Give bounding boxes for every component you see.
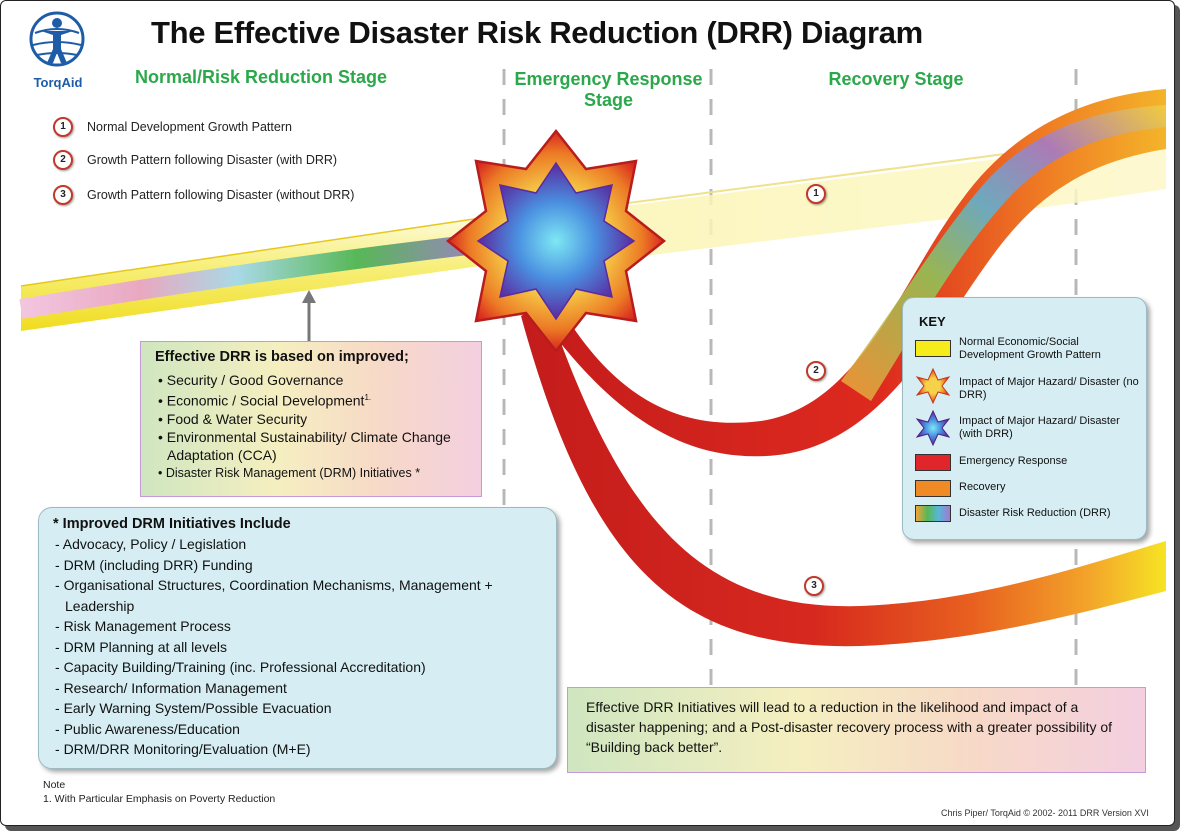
logo-text: TorqAid [33,75,83,90]
effective-item: • Disaster Risk Management (DRM) Initiat… [158,465,421,480]
key-star-with-drr-icon [915,410,951,446]
key-swatch-yellow [915,340,951,357]
footnote-ref: 1. [364,393,372,402]
effective-drr-box: Effective DRR is based on improved; • Se… [140,341,482,497]
drm-item: - Capacity Building/Training (inc. Profe… [55,659,426,675]
drm-item: - Public Awareness/Education [55,720,240,737]
drm-item: - Advocacy, Policy / Legislation [55,536,247,552]
drm-item: - Early Warning System/Possible Evacuati… [55,700,332,716]
key-swatch-rainbow [915,505,951,522]
note-body: 1. With Particular Emphasis on Poverty R… [43,793,276,805]
key-label: Normal Economic/Social Development Growt… [959,336,1101,361]
key-title: KEY [919,314,946,329]
path-2-drr-rainbow [841,105,1166,401]
effective-item: • Food & Water Security [158,410,308,427]
marker-2-icon: 2 [53,150,73,170]
credit-line: Chris Piper/ TorqAid © 2002- 2011 DRR Ve… [941,808,1149,818]
key-label: Impact of Major Hazard/ Disaster (no DRR… [959,376,1139,401]
legend-item-1: 1 Normal Development Growth Pattern [53,117,292,137]
legend-label: Growth Pattern following Disaster (witho… [87,188,355,202]
drm-item: - DRM/DRR Monitoring/Evaluation (M+E) [55,741,311,757]
path-3-without-drr [521,301,1166,647]
note-heading: Note [43,779,66,791]
key-label: Emergency Response [959,455,1068,467]
conclusion-box: Effective DRR Initiatives will lead to a… [567,687,1146,773]
key-swatch-orange [915,480,951,497]
legend-label: Normal Development Growth Pattern [87,120,292,134]
drm-item: - DRM (including DRR) Funding [55,556,253,573]
marker-3-icon: 3 [53,185,73,205]
key-label: Impact of Major Hazard/ Disaster (with D… [959,415,1120,440]
key-box: KEY Normal Economic/Social Development G… [902,297,1147,540]
effective-item: • Environmental Sustainability/ Climate … [158,428,451,463]
path-marker-3: 3 [804,576,824,596]
stage-recovery-label: Recovery Stage [828,69,964,89]
drm-initiatives-box: * Improved DRM Initiatives Include - Adv… [38,507,557,769]
disaster-star-icon [445,128,667,354]
torqaid-logo-icon [29,11,85,67]
drm-heading: * Improved DRM Initiatives Include [53,516,291,532]
path-marker-2: 2 [806,361,826,381]
legend-label: Growth Pattern following Disaster (with … [87,153,338,167]
marker-1-icon: 1 [53,117,73,137]
key-label: Recovery [959,481,1006,493]
page-title: The Effective Disaster Risk Reduction (D… [151,15,923,50]
drm-item: - Organisational Structures, Coordinatio… [55,577,493,614]
key-star-no-drr-icon [915,368,951,404]
effective-item: • Security / Good Governance [158,372,344,388]
key-label: Disaster Risk Reduction (DRR) [959,507,1111,519]
drr-rainbow-band [19,231,503,319]
effective-item: • Economic / Social Development1. [158,392,372,409]
legend-item-3: 3 Growth Pattern following Disaster (wit… [53,185,354,205]
drm-item: - Risk Management Process [55,618,231,634]
drm-item: - DRM Planning at all levels [55,638,227,655]
effective-heading: Effective DRR is based on improved; [155,349,409,365]
drm-item: - Research/ Information Management [55,679,287,696]
key-swatch-red [915,454,951,471]
legend-item-2: 2 Growth Pattern following Disaster (wit… [53,150,337,170]
stage-emergency-label: Emergency Response Stage [514,69,703,110]
path-marker-1: 1 [806,184,826,204]
stage-normal-label: Normal/Risk Reduction Stage [134,67,388,87]
